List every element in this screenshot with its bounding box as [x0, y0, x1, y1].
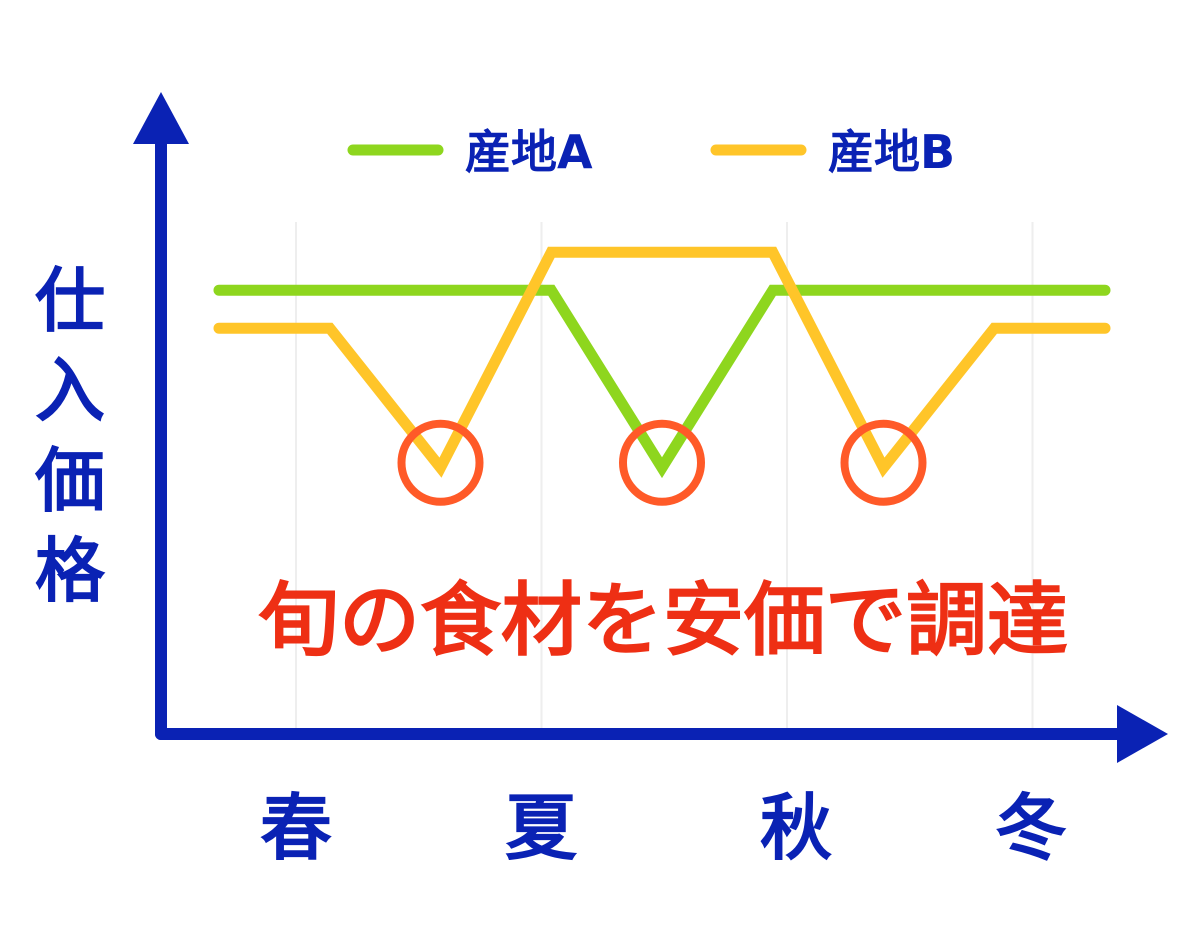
y-axis-label-char: 入 [35, 350, 105, 432]
legend-label: 産地B [828, 125, 955, 179]
x-axis-arrow [1117, 705, 1168, 763]
y-axis-label-char: 格 [35, 530, 106, 612]
grid-lines [295, 222, 1034, 730]
annotation-text: 旬の食材を安価で調達 [258, 574, 1068, 667]
x-tick-label: 冬 [995, 786, 1067, 870]
axes [133, 92, 1168, 763]
legend: 産地A 産地B [347, 125, 955, 179]
trough-highlight-circle [619, 419, 705, 506]
series-line-b [213, 246, 1111, 478]
y-axis-label-char: 仕 [35, 260, 105, 342]
series-lines [213, 246, 1111, 479]
highlight-circles [397, 419, 927, 506]
x-tick-label: 夏 [505, 786, 578, 870]
series-line-a [213, 284, 1111, 479]
y-axis-label-char: 価 [34, 440, 105, 522]
trough-highlight-circle [840, 419, 927, 506]
y-axis-arrow [133, 92, 189, 144]
trough-highlight-circle [397, 419, 484, 506]
x-tick-label: 秋 [760, 786, 832, 870]
y-axis-label: 仕入価格 [34, 260, 106, 612]
legend-label: 産地A [465, 125, 593, 179]
x-tick-label: 春 [260, 786, 332, 870]
